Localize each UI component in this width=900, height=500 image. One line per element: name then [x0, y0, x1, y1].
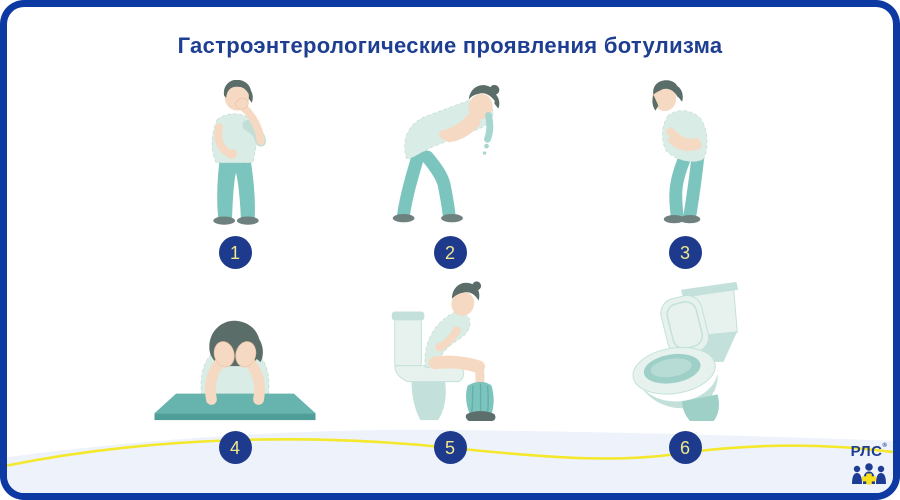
figure-cell-5: 5	[340, 275, 560, 464]
figure-cell-1: 1	[125, 80, 345, 269]
figure-cell-2: 2	[340, 80, 560, 269]
number-badge-4: 4	[218, 431, 252, 464]
badge-number: 6	[679, 437, 690, 458]
person-clutching-stomach-pain-icon	[652, 80, 708, 224]
number-badge-2: 2	[433, 236, 467, 269]
accent-wave-line	[7, 438, 893, 467]
figure-cell-3: 3	[575, 80, 795, 269]
rls-people-cross-icon	[852, 463, 886, 485]
number-badge-5: 5	[433, 431, 467, 464]
infographic-card: Гастроэнтерологические проявления ботули…	[7, 7, 893, 493]
badge-number: 1	[229, 242, 240, 263]
page-title: Гастроэнтерологические проявления ботули…	[177, 33, 723, 58]
figure-cell-6: 6	[575, 275, 795, 464]
figure-5	[391, 275, 509, 425]
number-badge-6: 6	[668, 431, 702, 464]
person-head-in-hands-at-table-icon	[154, 320, 316, 421]
figure-4	[151, 275, 319, 425]
person-bent-over-vomiting-icon	[392, 84, 500, 223]
figure-2	[375, 80, 525, 230]
badge-number: 3	[679, 242, 690, 263]
rls-logo: РЛС®	[841, 443, 893, 485]
figure-3	[630, 80, 740, 230]
rls-logo-text: РЛС®	[850, 443, 888, 460]
person-sitting-on-toilet-icon	[391, 281, 496, 422]
badge-number: 2	[444, 242, 455, 263]
figure-cell-4: 4	[125, 275, 345, 464]
person-covering-mouth-nausea-icon	[211, 80, 267, 225]
figure-6	[626, 275, 744, 425]
registered-mark: ®	[882, 443, 888, 449]
badge-number: 5	[444, 437, 455, 458]
toilet-open-lid-icon	[632, 281, 739, 422]
figure-1	[180, 80, 290, 230]
number-badge-3: 3	[668, 236, 702, 269]
number-badge-1: 1	[218, 236, 252, 269]
badge-number: 4	[229, 437, 240, 458]
